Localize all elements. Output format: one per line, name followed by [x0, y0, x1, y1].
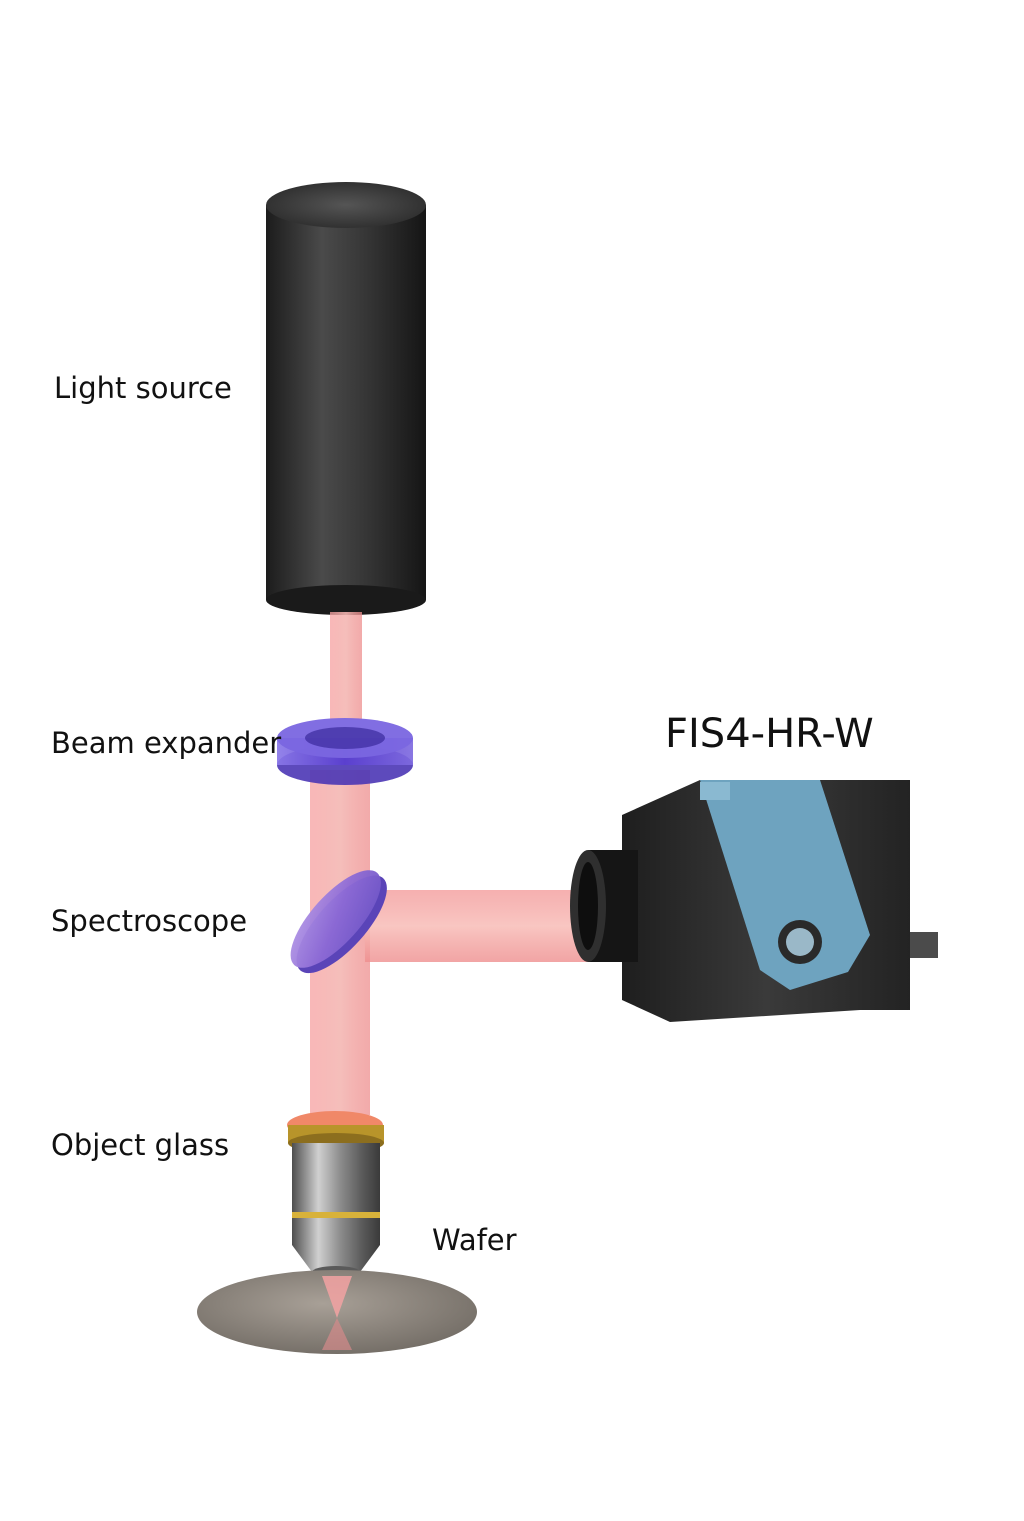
objective-lens	[287, 1111, 384, 1278]
beam-expander	[277, 718, 413, 785]
wafer	[197, 1270, 477, 1354]
light-source	[266, 182, 426, 615]
spectroscope	[290, 870, 387, 974]
object-glass-label: Object glass	[51, 1128, 230, 1162]
spectroscope-label: Spectroscope	[51, 904, 248, 938]
beam-expander-label: Beam expander	[51, 726, 282, 760]
wafer-label: Wafer	[432, 1223, 517, 1257]
light-source-label: Light source	[54, 371, 232, 405]
camera	[570, 780, 938, 1022]
beam-narrow	[330, 612, 362, 720]
product-model-label: FIS4-HR-W	[665, 711, 874, 757]
